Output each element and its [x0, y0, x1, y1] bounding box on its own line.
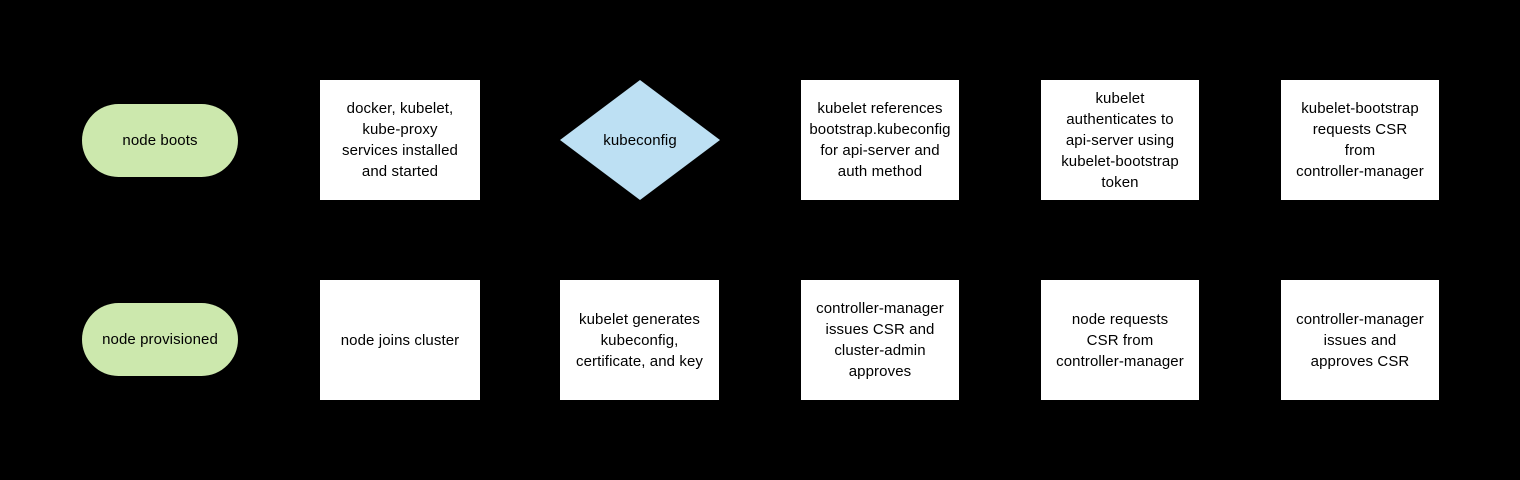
flow-node-node-joins-cluster[interactable]: node joins cluster	[320, 280, 480, 400]
flow-node-label: controller-manager issues CSR and cluste…	[816, 300, 944, 380]
flow-node-label: kubelet references bootstrap.kubeconfig …	[809, 100, 951, 180]
flow-node-label: node boots	[122, 132, 198, 149]
flow-node-label: docker, kubelet, kube-proxy services ins…	[341, 100, 458, 180]
flow-node-label: kubelet generates kubeconfig, certificat…	[575, 310, 704, 370]
flow-node-node-boots[interactable]: node boots	[82, 104, 238, 177]
flow-node-label: node provisioned	[102, 331, 218, 348]
flow-node-controller-manager-issues-csr[interactable]: controller-manager issues CSR and cluste…	[801, 280, 959, 400]
flow-node-label: kubelet-bootstrap requests CSR from cont…	[1296, 100, 1424, 180]
flow-node-kubelet-references-bootstrap[interactable]: kubelet references bootstrap.kubeconfig …	[801, 80, 959, 200]
flow-node-node-provisioned[interactable]: node provisioned	[82, 303, 238, 376]
flow-node-label: node requests CSR from controller-manage…	[1056, 310, 1184, 370]
flow-node-kubelet-bootstrap-requests-csr[interactable]: kubelet-bootstrap requests CSR from cont…	[1281, 80, 1439, 200]
flow-node-controller-manager-approves[interactable]: controller-manager issues and approves C…	[1281, 280, 1439, 400]
flow-node-kubelet-authenticates[interactable]: kubelet authenticates to api-server usin…	[1041, 80, 1199, 200]
flow-node-label: node joins cluster	[340, 331, 460, 349]
flow-node-services-installed[interactable]: docker, kubelet, kube-proxy services ins…	[320, 80, 480, 200]
flow-node-label: kubeconfig	[603, 131, 677, 149]
flow-node-label: controller-manager issues and approves C…	[1296, 310, 1424, 370]
flow-node-kubelet-generates[interactable]: kubelet generates kubeconfig, certificat…	[560, 280, 719, 400]
flow-node-node-requests-csr[interactable]: node requests CSR from controller-manage…	[1041, 280, 1199, 400]
flow-node-label: kubelet authenticates to api-server usin…	[1061, 89, 1179, 191]
flow-node-kubeconfig-decision[interactable]: kubeconfig	[560, 80, 720, 200]
